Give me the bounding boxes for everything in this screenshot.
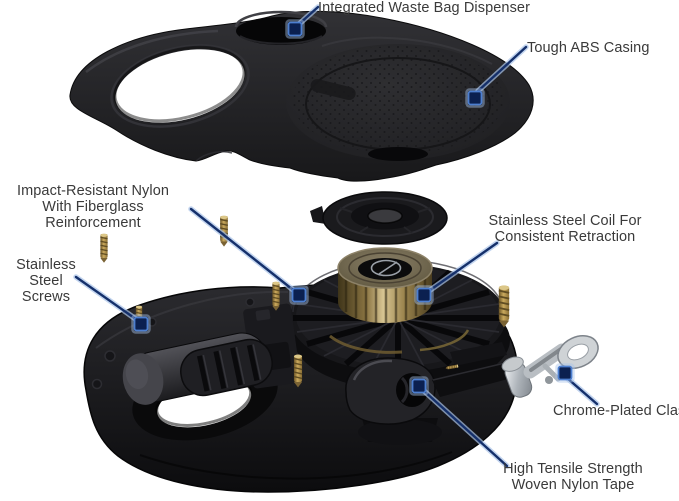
leash-exit-port [345,357,442,445]
brake-button[interactable] [118,327,276,412]
callout-label-nylon: Impact-Resistant Nylon With Fiberglass R… [16,183,170,231]
callout-label-abs-casing: Tough ABS Casing [527,40,650,56]
callout-label-waste-bag: Integrated Waste Bag Dispenser [318,0,531,16]
spool-cover-disc [310,191,448,245]
callout-marker-tape [411,378,427,394]
screw-5 [497,284,511,329]
callout-marker-coil [416,287,432,303]
screw-3 [271,280,281,312]
textured-dome [286,36,510,160]
callout-marker-clasp [557,365,573,381]
callout-label-clasp: Chrome-Plated Clasp [553,403,679,419]
embossed-logo [310,79,356,101]
handle-opening-top [110,44,250,128]
callout-marker-abs-casing [467,90,483,106]
screw-1 [99,232,109,264]
nylon-tape [432,342,512,397]
upper-casing-shell [69,10,534,182]
waste-bag-opening [234,10,328,45]
chrome-clasp [501,335,599,398]
callout-overlay [73,4,600,469]
callout-marker-waste-bag [287,21,303,37]
screw-4 [293,353,303,389]
coil-spring-drum [337,247,433,323]
spindle-symbol [370,259,402,277]
tape-slot-opening [368,147,428,161]
callout-label-tape: High Tensile Strength Woven Nylon Tape [503,461,643,493]
callout-marker-nylon [291,287,307,303]
callout-marker-screws [133,316,149,332]
callout-label-screws: Stainless Steel Screws [16,257,76,305]
callout-label-coil: Stainless Steel Coil For Consistent Retr… [488,213,642,245]
